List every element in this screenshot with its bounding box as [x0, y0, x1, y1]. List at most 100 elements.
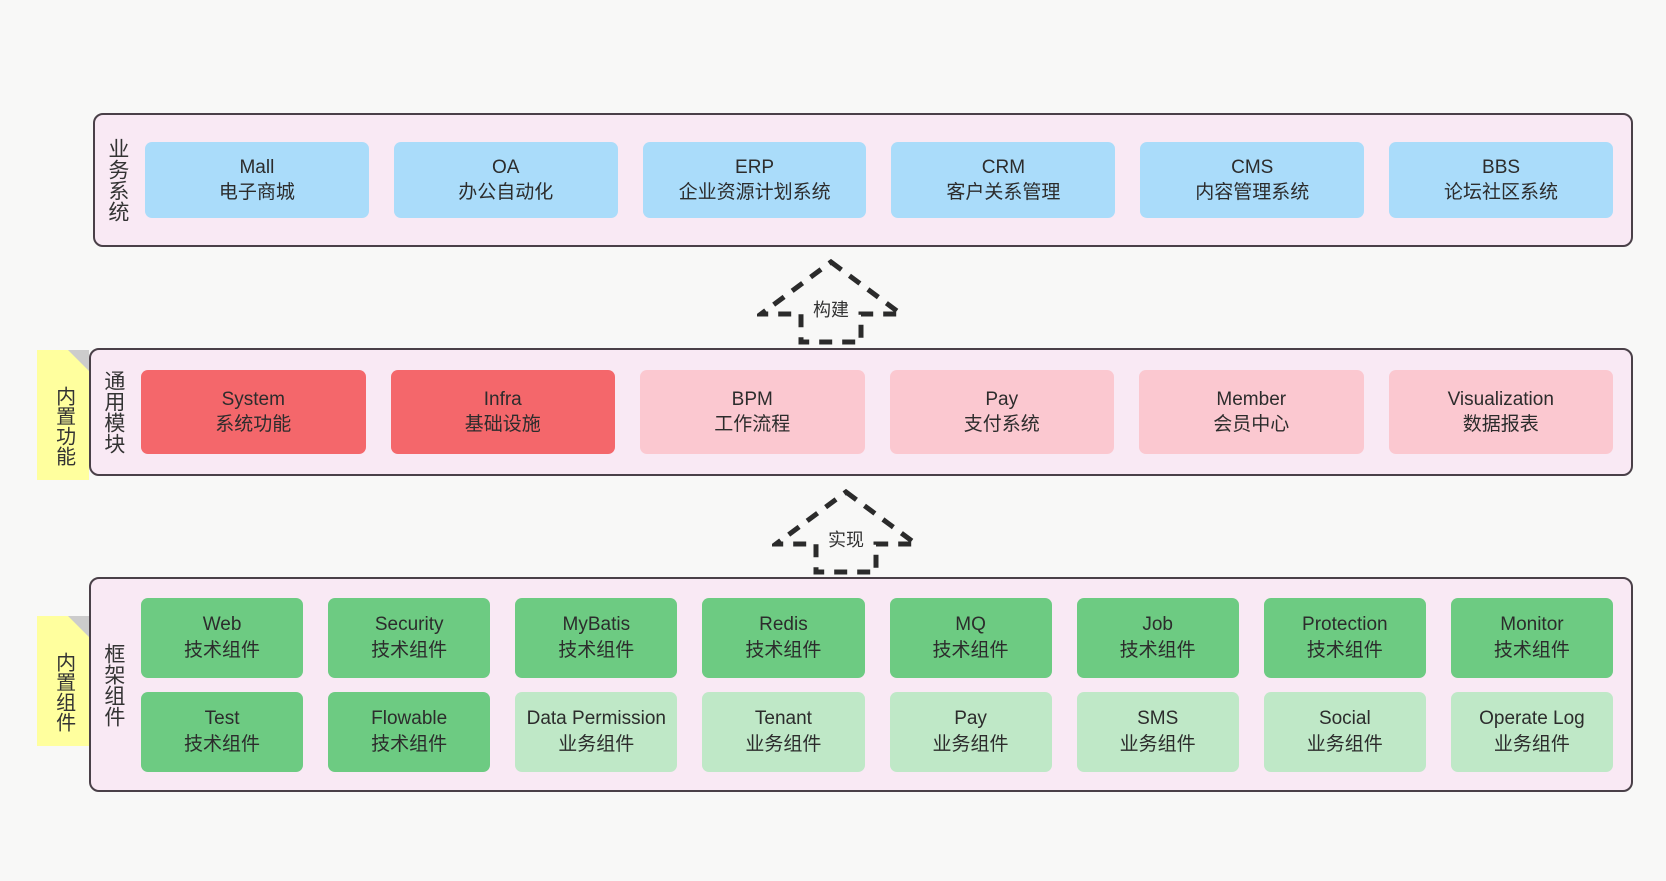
- card-subtitle: 业务组件: [1493, 733, 1570, 755]
- card-title: CRM: [981, 156, 1026, 178]
- card-member[interactable]: Member 会员中心: [1139, 370, 1364, 454]
- card-test[interactable]: Test 技术组件: [141, 691, 304, 772]
- card-subtitle: 技术组件: [1119, 639, 1196, 661]
- card-sms[interactable]: SMS 业务组件: [1076, 691, 1239, 772]
- card-subtitle: 企业资源计划系统: [678, 182, 831, 203]
- card-subtitle: 电子商城: [218, 182, 295, 203]
- card-subtitle: 技术组件: [184, 733, 261, 755]
- layer-body-business-systems: Mall 电子商城 OA 办公自动化 ERP 企业资源计划系统 CRM 客户关系…: [139, 115, 1631, 245]
- card-mq[interactable]: MQ 技术组件: [889, 597, 1052, 678]
- card-security[interactable]: Security 技术组件: [328, 597, 491, 678]
- card-subtitle: 技术组件: [1493, 639, 1570, 661]
- card-subtitle: 办公自动化: [458, 182, 554, 203]
- card-title: CMS: [1231, 156, 1274, 178]
- card-mall[interactable]: Mall 电子商城: [145, 142, 369, 218]
- card-protection[interactable]: Protection 技术组件: [1263, 597, 1426, 678]
- card-subtitle: 客户关系管理: [946, 182, 1061, 203]
- card-subtitle: 论坛社区系统: [1444, 182, 1559, 203]
- folded-corner-icon: [68, 350, 89, 371]
- card-title: Web: [202, 614, 242, 636]
- card-crm[interactable]: CRM 客户关系管理: [891, 142, 1116, 218]
- sticky-note-builtin-features: 内置功能: [37, 350, 89, 480]
- card-visualization[interactable]: Visualization 数据报表: [1388, 370, 1613, 454]
- card-subtitle: 业务组件: [745, 733, 822, 755]
- card-subtitle: 业务组件: [558, 733, 635, 755]
- card-web[interactable]: Web 技术组件: [141, 597, 304, 678]
- card-title: Test: [204, 708, 240, 730]
- card-subtitle: 基础设施: [464, 414, 541, 435]
- card-cms[interactable]: CMS 内容管理系统: [1140, 142, 1365, 218]
- card-subtitle: 技术组件: [1306, 639, 1383, 661]
- card-title: Mall: [239, 156, 275, 178]
- card-subtitle: 支付系统: [963, 414, 1040, 435]
- sticky-note-text: 内置功能: [52, 386, 75, 466]
- card-operate-log[interactable]: Operate Log 业务组件: [1450, 691, 1613, 772]
- card-subtitle: 技术组件: [371, 639, 448, 661]
- card-row: Web 技术组件 Security 技术组件 MyBatis 技术组件 Redi…: [141, 597, 1613, 678]
- card-title: Security: [374, 614, 444, 636]
- card-oa[interactable]: OA 办公自动化: [393, 142, 618, 218]
- card-subtitle: 技术组件: [558, 639, 635, 661]
- card-row: System 系统功能 Infra 基础设施 BPM 工作流程 Pay 支付系统…: [141, 370, 1613, 454]
- sticky-note-text: 内置组件: [52, 652, 75, 732]
- card-social[interactable]: Social 业务组件: [1263, 691, 1426, 772]
- card-title: ERP: [735, 156, 775, 178]
- card-title: BBS: [1482, 156, 1521, 178]
- card-pay-component[interactable]: Pay 业务组件: [889, 691, 1052, 772]
- card-title: Protection: [1302, 614, 1388, 636]
- card-title: MyBatis: [562, 614, 631, 636]
- layer-title-common-modules: 通用模块: [101, 370, 125, 454]
- build-arrow: 构建: [757, 258, 905, 346]
- card-title: BPM: [731, 388, 773, 410]
- card-mybatis[interactable]: MyBatis 技术组件: [515, 597, 678, 678]
- implement-arrow: 实现: [772, 488, 920, 576]
- folded-corner-icon: [68, 616, 89, 637]
- card-job[interactable]: Job 技术组件: [1076, 597, 1239, 678]
- card-data-permission[interactable]: Data Permission 业务组件: [515, 691, 678, 772]
- card-title: Pay: [954, 708, 987, 730]
- card-erp[interactable]: ERP 企业资源计划系统: [642, 142, 867, 218]
- card-subtitle: 业务组件: [1119, 733, 1196, 755]
- layer-business-systems: 业务系统 Mall 电子商城 OA 办公自动化 ERP 企业资源计划系统 CRM…: [93, 113, 1633, 247]
- card-title: Visualization: [1447, 388, 1554, 410]
- card-title: System: [221, 388, 285, 410]
- card-title: Job: [1142, 614, 1173, 636]
- card-title: Pay: [985, 388, 1019, 410]
- card-bbs[interactable]: BBS 论坛社区系统: [1389, 142, 1613, 218]
- build-arrow-glyph: [757, 258, 905, 345]
- card-title: Flowable: [371, 708, 448, 730]
- card-title: Member: [1216, 388, 1287, 410]
- card-title: Tenant: [754, 708, 812, 730]
- layer-title-framework-components: 框架组件: [101, 642, 125, 727]
- card-subtitle: 技术组件: [371, 733, 448, 755]
- card-monitor[interactable]: Monitor 技术组件: [1450, 597, 1613, 678]
- card-flowable[interactable]: Flowable 技术组件: [328, 691, 491, 772]
- layer-title-business-systems: 业务系统: [105, 138, 129, 222]
- card-subtitle: 数据报表: [1462, 414, 1539, 435]
- layer-body-framework-components: Web 技术组件 Security 技术组件 MyBatis 技术组件 Redi…: [135, 579, 1631, 790]
- card-subtitle: 系统功能: [215, 414, 292, 435]
- card-system[interactable]: System 系统功能: [141, 370, 366, 454]
- card-title: Redis: [759, 614, 808, 636]
- card-infra[interactable]: Infra 基础设施: [390, 370, 615, 454]
- card-subtitle: 技术组件: [932, 639, 1009, 661]
- card-title: Monitor: [1500, 614, 1564, 636]
- layer-common-modules: 通用模块 System 系统功能 Infra 基础设施 BPM 工作流程 Pay…: [89, 348, 1633, 476]
- card-subtitle: 业务组件: [932, 733, 1009, 755]
- card-subtitle: 业务组件: [1306, 733, 1383, 755]
- card-subtitle: 技术组件: [745, 639, 822, 661]
- card-subtitle: 内容管理系统: [1195, 182, 1310, 203]
- card-subtitle: 工作流程: [714, 414, 791, 435]
- card-pay-module[interactable]: Pay 支付系统: [889, 370, 1114, 454]
- card-title: Data Permission: [526, 708, 666, 730]
- card-tenant[interactable]: Tenant 业务组件: [702, 691, 865, 772]
- card-redis[interactable]: Redis 技术组件: [702, 597, 865, 678]
- card-title: OA: [492, 156, 520, 178]
- card-bpm[interactable]: BPM 工作流程: [640, 370, 865, 454]
- card-title: Operate Log: [1479, 708, 1585, 730]
- implement-arrow-glyph: [772, 488, 920, 575]
- layer-body-common-modules: System 系统功能 Infra 基础设施 BPM 工作流程 Pay 支付系统…: [135, 350, 1631, 474]
- layer-framework-components: 框架组件 Web 技术组件 Security 技术组件 MyBatis 技术组件…: [89, 577, 1633, 792]
- card-row: Mall 电子商城 OA 办公自动化 ERP 企业资源计划系统 CRM 客户关系…: [145, 142, 1613, 218]
